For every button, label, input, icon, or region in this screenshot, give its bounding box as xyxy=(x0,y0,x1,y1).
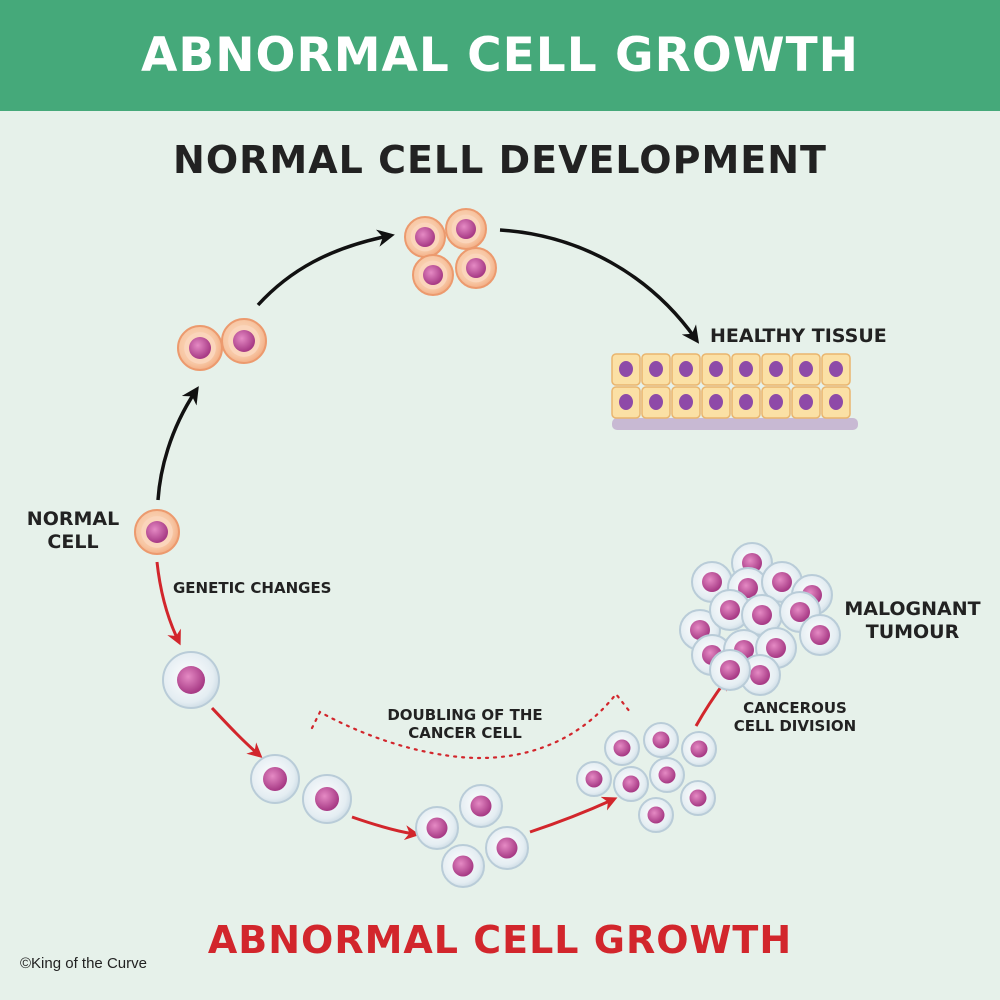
cancer-cell-pair-1 xyxy=(250,754,300,804)
doubling-label-line1: DOUBLING OF THE xyxy=(387,706,543,724)
cancer-cell-cluster-5 xyxy=(613,766,649,802)
cancer-cell-cluster-2 xyxy=(643,722,679,758)
genetic-changes-label: GENETIC CHANGES xyxy=(173,579,332,597)
cancer-cell-cluster-6 xyxy=(649,757,685,793)
cancer-cell-cluster-7 xyxy=(680,780,716,816)
tissue-nucleus xyxy=(679,394,693,410)
arrow-pair-to-quad-cancer xyxy=(351,815,420,841)
tissue-nucleus xyxy=(799,361,813,377)
copyright-text: ©King of the Curve xyxy=(20,955,147,972)
tissue-nucleus xyxy=(829,394,843,410)
arrow-quad-to-cluster xyxy=(529,796,618,834)
cancerous-label-line2: CELL DIVISION xyxy=(733,717,857,735)
tissue-nucleus xyxy=(619,361,633,377)
tumour-cell-15 xyxy=(709,649,751,691)
tumour-cell-7 xyxy=(709,589,751,631)
arrow-normal-to-cancer xyxy=(155,561,181,646)
malignant-label-line2: TUMOUR xyxy=(865,620,960,643)
tissue-nucleus xyxy=(709,394,723,410)
malignant-tumour-label: MALOGNANT TUMOUR xyxy=(835,598,990,644)
tissue-nucleus xyxy=(769,361,783,377)
cancer-cell-quad-1 xyxy=(415,806,459,850)
normal-cell-quad-3 xyxy=(412,254,454,296)
tissue-nucleus xyxy=(739,394,753,410)
healthy-tissue-label: HEALTHY TISSUE xyxy=(710,325,887,347)
tumour-cell-8 xyxy=(741,594,783,636)
arrow-cancer-to-pair xyxy=(210,706,263,758)
normal-cell-quad-4 xyxy=(455,247,497,289)
cancer-cell-quad-4 xyxy=(485,826,529,870)
tissue-nucleus xyxy=(709,361,723,377)
tissue-nucleus xyxy=(829,361,843,377)
arrow-quad-to-tissue xyxy=(499,228,700,344)
tissue-nucleus xyxy=(649,361,663,377)
tumour-cell-10 xyxy=(799,614,841,656)
normal-cell-pair-1 xyxy=(177,325,223,371)
cancer-cell-cluster-1 xyxy=(604,730,640,766)
tissue-nucleus xyxy=(799,394,813,410)
cancer-cell-quad-3 xyxy=(441,844,485,888)
cells xyxy=(134,208,841,888)
title-banner: ABNORMAL CELL GROWTH xyxy=(0,0,1000,111)
normal-cell xyxy=(134,509,180,555)
tissue-basement xyxy=(612,418,858,430)
cancer-cell-quad-2 xyxy=(459,784,503,828)
cancer-cell-pair-2 xyxy=(302,774,352,824)
cancer-cell-cluster-3 xyxy=(681,731,717,767)
normal-cell-label: NORMAL CELL xyxy=(18,508,128,554)
tissue-nucleus xyxy=(679,361,693,377)
tissue-nucleus xyxy=(769,394,783,410)
normal-cell-label-line2: CELL xyxy=(47,530,99,553)
cancerous-division-label: CANCEROUS CELL DIVISION xyxy=(715,699,875,735)
normal-cell-quad-1 xyxy=(404,216,446,258)
arrow-pair-to-quad xyxy=(256,229,395,307)
normal-cell-label-line1: NORMAL xyxy=(26,508,120,530)
cancerous-label-line1: CANCEROUS xyxy=(743,699,847,717)
banner-title: ABNORMAL CELL GROWTH xyxy=(141,28,859,83)
arrow-normal-to-pair xyxy=(156,386,199,501)
cancer-cell xyxy=(162,651,220,709)
tissue-nucleus xyxy=(649,394,663,410)
normal-cell-quad-2 xyxy=(445,208,487,250)
tissue-nucleus xyxy=(619,394,633,410)
healthy-tissue xyxy=(611,353,858,430)
cancer-cell-cluster-8 xyxy=(638,797,674,833)
malignant-label-line1: MALOGNANT xyxy=(844,598,981,620)
doubling-bracket xyxy=(310,692,632,760)
normal-development-heading: NORMAL CELL DEVELOPMENT xyxy=(173,138,827,182)
cancer-cell-cluster-4 xyxy=(576,761,612,797)
doubling-label-line2: CANCER CELL xyxy=(408,724,522,742)
abnormal-growth-heading: ABNORMAL CELL GROWTH xyxy=(207,918,793,962)
doubling-label: DOUBLING OF THE CANCER CELL xyxy=(370,706,560,742)
tissue-nucleus xyxy=(739,361,753,377)
normal-cell-pair-2 xyxy=(221,318,267,364)
